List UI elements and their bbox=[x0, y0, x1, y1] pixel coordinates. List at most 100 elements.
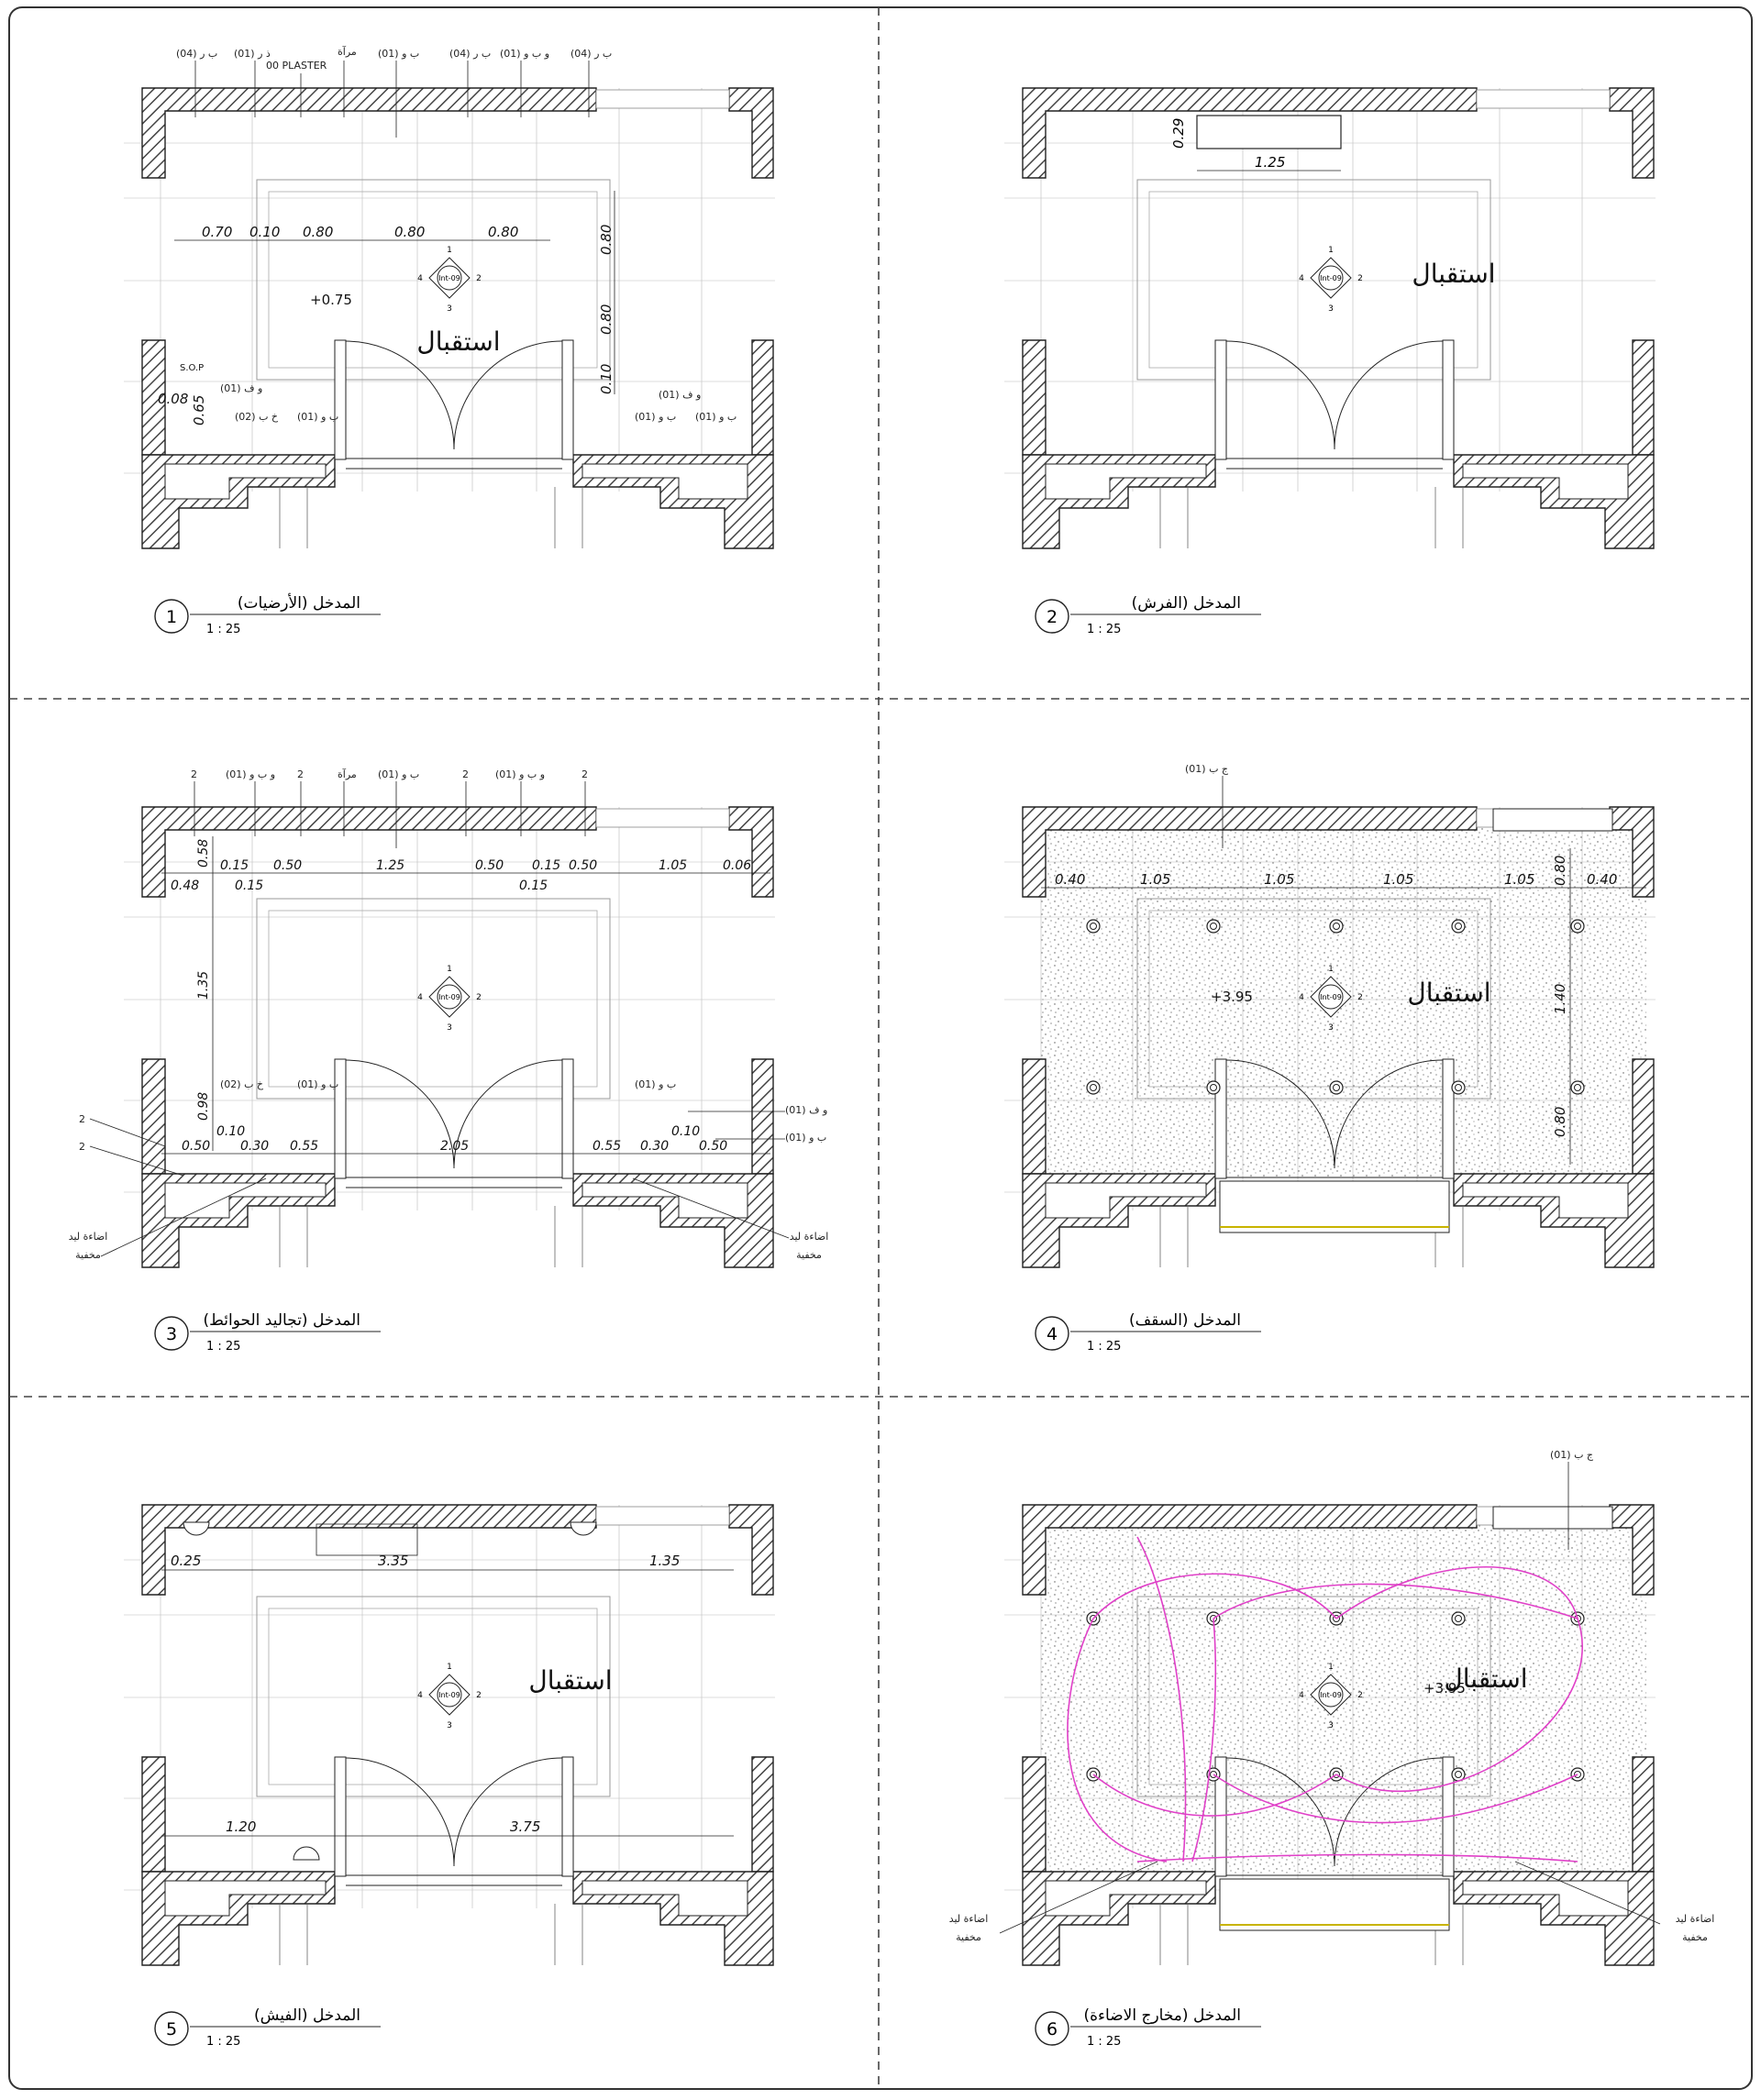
tag-number: 2 bbox=[1357, 274, 1363, 283]
led-label: مخفية bbox=[1682, 1931, 1708, 1943]
level-text: +3.95 bbox=[1211, 989, 1253, 1005]
floor-plan bbox=[124, 1504, 775, 1966]
label-text: (01) ب و bbox=[695, 411, 737, 423]
dim-text: 0.50 bbox=[182, 1139, 210, 1154]
view-title: 3 المدخل (تجاليد الحوائط) 1 : 25 bbox=[154, 1311, 381, 1354]
dim-text: 1.40 bbox=[1552, 984, 1568, 1014]
downlight-icon bbox=[1451, 1080, 1466, 1095]
tag-number: 2 bbox=[1357, 1691, 1363, 1700]
view-scale: 1 : 25 bbox=[206, 623, 240, 636]
downlight-icon bbox=[1086, 1080, 1101, 1095]
label-text: 2 bbox=[462, 768, 469, 780]
tag-code: Int-09 bbox=[1320, 993, 1342, 1001]
tag-number: 3 bbox=[447, 304, 452, 314]
label-text: (04) ب ر bbox=[176, 48, 217, 60]
floor-plan bbox=[1004, 806, 1656, 1268]
label-text: (01) ب و bbox=[635, 1078, 676, 1090]
dim-text: 1.05 bbox=[1383, 871, 1413, 888]
room-name: استقبال bbox=[1412, 259, 1495, 289]
downlight-icon bbox=[1570, 1080, 1585, 1095]
label-text: (01) ب و bbox=[378, 768, 419, 780]
door-swing bbox=[345, 340, 455, 450]
view-number-circle bbox=[154, 2011, 189, 2046]
dim-text: 0.10 bbox=[671, 1124, 700, 1139]
wall bbox=[141, 806, 597, 898]
dim-text: 0.15 bbox=[532, 858, 560, 873]
dim-text: 0.29 bbox=[1170, 118, 1187, 149]
view-scale: 1 : 25 bbox=[1087, 2035, 1121, 2049]
dim-text: 0.70 bbox=[202, 224, 232, 240]
view-number: 5 bbox=[166, 2019, 177, 2039]
view-title-text: المدخل (الفيش) bbox=[254, 2006, 360, 2025]
tag-number: 4 bbox=[1299, 1691, 1304, 1700]
label-text: (01) ب و bbox=[635, 411, 676, 423]
label-text: 2 bbox=[79, 1141, 85, 1153]
door-swing bbox=[1225, 1757, 1335, 1867]
door-swing bbox=[1225, 340, 1335, 450]
dim-text: 0.80 bbox=[598, 304, 615, 335]
view-title: 5 المدخل (الفيش) 1 : 25 bbox=[154, 2006, 381, 2049]
tag-number: 1 bbox=[1328, 965, 1334, 974]
tag-number: 3 bbox=[447, 1721, 452, 1730]
label-text: 2 bbox=[191, 768, 197, 780]
label-text: (01) ج ب bbox=[1185, 763, 1229, 775]
led-label: اضاءة ليد bbox=[69, 1231, 108, 1243]
view-title-text: المدخل (تجاليد الحوائط) bbox=[204, 1311, 360, 1330]
view-scale: 1 : 25 bbox=[206, 1340, 240, 1354]
dim-text: 2.05 bbox=[440, 1139, 469, 1154]
dim-text: 0.55 bbox=[290, 1139, 318, 1154]
wall bbox=[1632, 339, 1655, 456]
door-swing bbox=[1334, 1757, 1444, 1867]
view-scale: 1 : 25 bbox=[206, 2035, 240, 2049]
label-text: مرآة bbox=[338, 768, 357, 780]
tag-number: 3 bbox=[1328, 1721, 1334, 1730]
window bbox=[595, 808, 730, 828]
door-swing bbox=[453, 1757, 563, 1867]
dim-text: 0.80 bbox=[488, 224, 518, 240]
view-number-circle bbox=[154, 1316, 189, 1351]
floor-plan bbox=[1004, 87, 1656, 549]
dim-text: 0.30 bbox=[640, 1139, 669, 1154]
wall bbox=[751, 1756, 774, 1873]
wall bbox=[728, 87, 774, 179]
led-label: اضاءة ليد bbox=[790, 1231, 829, 1243]
view-number: 6 bbox=[1047, 2019, 1058, 2039]
room-name: استقبال bbox=[1444, 1663, 1527, 1694]
view-number-circle bbox=[154, 599, 189, 634]
view-scale: 1 : 25 bbox=[1087, 1340, 1121, 1354]
view-scale: 1 : 25 bbox=[1087, 623, 1121, 636]
wall bbox=[1022, 1504, 1478, 1596]
led-label: اضاءة ليد bbox=[949, 1913, 989, 1925]
tag-number: 4 bbox=[417, 993, 423, 1002]
dim-text: 0.15 bbox=[519, 879, 548, 893]
tag-code: Int-09 bbox=[1320, 1691, 1342, 1699]
label-text: 2 bbox=[79, 1113, 85, 1125]
dim-text: 3.35 bbox=[378, 1553, 408, 1569]
view-number: 1 bbox=[166, 607, 177, 627]
dim-text: 0.40 bbox=[1587, 871, 1617, 888]
dim-text: 0.06 bbox=[723, 858, 751, 873]
downlight-icon bbox=[1570, 919, 1585, 934]
dim-text: 0.10 bbox=[216, 1124, 245, 1139]
label-text: (02) خ ب bbox=[220, 1078, 264, 1090]
tag-number: 1 bbox=[1328, 246, 1334, 255]
label-text: (01) و ف bbox=[220, 382, 262, 394]
dim-text: 0.10 bbox=[249, 224, 280, 240]
label-text: (01) ب و bbox=[297, 1078, 338, 1090]
tag-number: 1 bbox=[1328, 1663, 1334, 1672]
view-number: 4 bbox=[1047, 1324, 1058, 1344]
label-text: (01) و ف bbox=[785, 1104, 827, 1116]
sop-text: S.O.P bbox=[180, 363, 204, 373]
tag-code: Int-09 bbox=[1320, 274, 1342, 282]
label-text: (04) ب ر bbox=[570, 48, 612, 60]
view-number: 3 bbox=[166, 1324, 177, 1344]
dim-text: 0.80 bbox=[1552, 856, 1568, 886]
door-swing bbox=[1334, 340, 1444, 450]
label-text: (04) ب ر bbox=[449, 48, 491, 60]
downlight-icon bbox=[1206, 919, 1221, 934]
